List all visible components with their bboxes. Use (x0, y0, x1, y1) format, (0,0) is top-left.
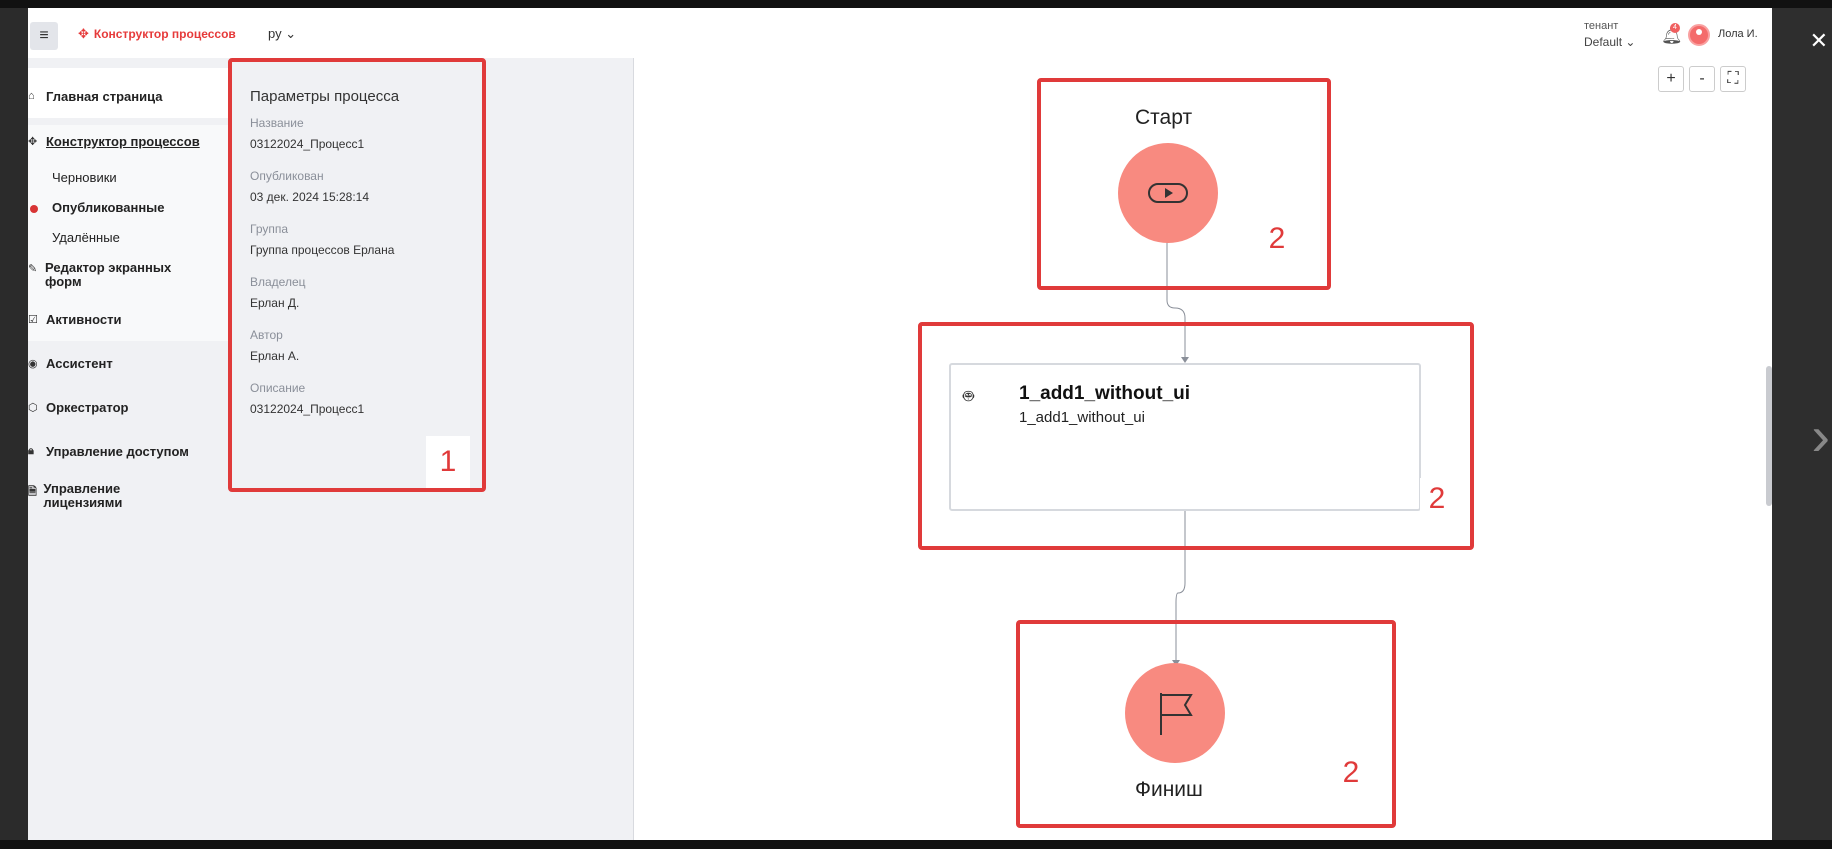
brand-label: Конструктор процессов (93, 27, 236, 41)
author-value: Ерлан А. (250, 349, 300, 363)
robot-icon: 🤖︎ (963, 386, 974, 406)
close-icon[interactable]: ✕ (1809, 28, 1828, 53)
assistant-icon: ◉ (28, 358, 38, 370)
avatar[interactable] (1688, 24, 1710, 46)
chevron-down-icon: ⌄ (285, 26, 297, 41)
task-subtitle: 1_add1_without_ui (1019, 409, 1145, 426)
annotation-box-params (228, 58, 486, 492)
orchestrator-icon: ⬡ (28, 402, 38, 414)
task-node[interactable]: 🤖︎ 1_add1_without_ui 1_add1_without_ui (949, 363, 1421, 511)
owner-value: Ерлан Д. (250, 296, 300, 310)
sidebar-item-licenses[interactable]: 🗎︎ Управление лицензиями (28, 482, 168, 510)
right-overlay: ✕ › (1772, 8, 1832, 840)
sidebar-item-assistant[interactable]: ◉ Ассистент (28, 356, 113, 371)
chevron-right-icon[interactable]: › (1811, 404, 1830, 467)
sidebar-item-label: Редактор экранных форм (45, 260, 172, 289)
home-icon: ⌂ (28, 90, 35, 102)
sidebar-item-label: Оркестратор (46, 400, 129, 415)
menu-icon[interactable]: ≡ (30, 22, 58, 50)
top-bar (0, 0, 1832, 8)
sidebar-item-forms[interactable]: ✎ Редактор экранных форм (28, 261, 198, 289)
process-icon: ✥ (28, 136, 38, 148)
owner-label: Владелец (250, 275, 306, 289)
tenant-select[interactable]: тенант Default ⌄ (1584, 18, 1635, 50)
active-dot (30, 205, 38, 213)
zoom-out-button[interactable]: - (1689, 66, 1715, 92)
annotation-marker: 2 (1334, 752, 1368, 794)
bell-icon[interactable]: 🔔︎4 (1661, 23, 1683, 45)
bottom-bar (0, 840, 1832, 849)
annotation-box-start (1037, 78, 1331, 290)
group-value: Группа процессов Ерлана (250, 243, 395, 257)
params-title: Параметры процесса (250, 88, 400, 105)
sidebar-sub-drafts[interactable]: Черновики (52, 170, 117, 185)
group-label: Группа (250, 222, 289, 236)
header: ≡ ✥ Конструктор процессов ру ⌄ тенант De… (28, 8, 1772, 58)
vertical-scrollbar[interactable] (1766, 366, 1772, 506)
lock-icon: 🔒︎ (28, 445, 34, 457)
name-label: Название (250, 116, 304, 130)
finish-label: Финиш (1135, 778, 1203, 801)
lang-label: ру (268, 26, 282, 41)
sidebar-sub-deleted[interactable]: Удалённые (52, 230, 120, 245)
sidebar-item-label: Управление доступом (46, 444, 189, 459)
left-strip (0, 8, 28, 840)
description-value: 03122024_Процесс1 (250, 402, 365, 416)
tenant-label: тенант (1584, 20, 1619, 32)
fullscreen-icon: ⛶ (1727, 70, 1739, 87)
annotation-marker: 2 (1260, 218, 1294, 260)
sidebar-item-access[interactable]: 🔒︎ Управление доступом (28, 444, 189, 459)
sidebar-item-label: Главная страница (46, 89, 163, 104)
finish-node[interactable] (1125, 663, 1225, 763)
sidebar-item-label: Конструктор процессов (46, 134, 200, 149)
annotation-marker: 2 (1420, 478, 1454, 520)
author-label: Автор (250, 328, 283, 342)
sidebar-item-process-constructor[interactable]: ✥ Конструктор процессов (28, 134, 200, 149)
start-node[interactable] (1118, 143, 1218, 243)
logo-icon: ✥ (78, 26, 89, 41)
user-name[interactable]: Лола И. (1718, 28, 1758, 40)
play-icon (1148, 183, 1188, 203)
app-window: ≡ ✥ Конструктор процессов ру ⌄ тенант De… (28, 8, 1772, 840)
sidebar-item-activities[interactable]: ☑ Активности (28, 312, 121, 327)
license-icon: 🗎︎ (28, 486, 37, 498)
annotation-box-finish (1016, 620, 1396, 828)
start-label: Старт (1135, 106, 1193, 129)
language-select[interactable]: ру ⌄ (268, 26, 296, 42)
sidebar-item-orchestrator[interactable]: ⬡ Оркестратор (28, 400, 128, 415)
name-value: 03122024_Процесс1 (250, 137, 365, 151)
flag-icon (1160, 693, 1193, 735)
fit-screen-button[interactable]: ⛶ (1720, 66, 1746, 92)
annotation-marker: 1 (426, 436, 470, 488)
annotation-box-task (918, 322, 1474, 550)
published-label: Опубликован (250, 169, 324, 183)
home-bg (28, 68, 228, 118)
published-value: 03 дек. 2024 15:28:14 (250, 190, 370, 204)
notification-count: 4 (1670, 23, 1680, 33)
activity-icon: ☑ (28, 314, 38, 326)
connectors (1166, 242, 1189, 666)
task-title: 1_add1_without_ui (1019, 383, 1191, 404)
brand[interactable]: ✥ Конструктор процессов (78, 26, 236, 42)
zoom-in-button[interactable]: + (1658, 66, 1684, 92)
sidebar-item-home[interactable]: ⌂ Главная страница (28, 89, 162, 104)
sidebar-item-label: Ассистент (46, 356, 113, 371)
tenant-value: Default (1584, 35, 1623, 49)
description-label: Описание (250, 381, 306, 395)
sidebar-sub-published[interactable]: Опубликованные (52, 200, 165, 215)
forms-icon: ✎ (28, 263, 38, 275)
sidebar-item-label: Управление лицензиями (43, 481, 123, 510)
section-bg (28, 125, 228, 341)
sidebar-item-label: Активности (46, 312, 122, 327)
sidebar: ⌂ Главная страница ✥ Конструктор процесс… (28, 58, 228, 840)
chevron-down-icon: ⌄ (1622, 35, 1636, 49)
